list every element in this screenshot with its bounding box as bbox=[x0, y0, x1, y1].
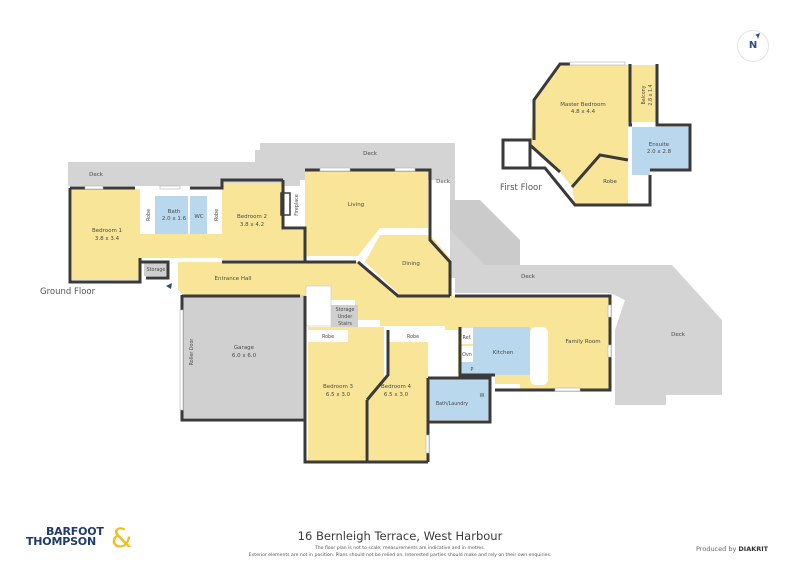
label-balcony: Balcony bbox=[641, 85, 647, 104]
label-robe-2: Robe bbox=[214, 209, 220, 221]
entrance-arrow-icon bbox=[166, 283, 172, 289]
label-roller-door: Roller Door bbox=[189, 339, 195, 366]
label-robe-1: Robe bbox=[146, 209, 152, 221]
label-fireplace: Fireplace bbox=[294, 194, 300, 216]
brand-ampersand: & bbox=[111, 523, 132, 554]
label-bedroom-2: Bedroom 2 bbox=[237, 214, 267, 220]
room-dining bbox=[365, 235, 450, 295]
deck-family bbox=[455, 265, 610, 293]
label-washer: W bbox=[480, 393, 485, 399]
dims-balcony: 2.8 x 1.4 bbox=[648, 84, 654, 105]
room-living bbox=[305, 170, 428, 256]
fireplace bbox=[280, 192, 291, 216]
label-deck-west: Deck bbox=[89, 172, 104, 178]
disclaimer-line-1: The floor plan is not to scale; measurem… bbox=[314, 546, 486, 551]
produced-by-prefix: Produced by bbox=[696, 545, 737, 553]
label-ovn: Ovn bbox=[462, 352, 472, 358]
label-deck-north: Deck bbox=[363, 151, 378, 157]
label-garage: Garage bbox=[234, 345, 255, 351]
room-bedroom-4 bbox=[367, 330, 428, 462]
room-pantry bbox=[461, 362, 481, 374]
label-master-bedroom: Master Bedroom bbox=[560, 102, 605, 108]
compass: N bbox=[737, 30, 769, 62]
label-wc: WC bbox=[194, 214, 203, 220]
room-bedroom-3 bbox=[308, 327, 384, 462]
dims-bedroom-3: 6.5 x 3.0 bbox=[326, 392, 351, 398]
label-family-room: Family Room bbox=[565, 339, 600, 345]
label-pantry: P bbox=[471, 367, 474, 373]
room-ovn bbox=[461, 346, 473, 362]
window-master bbox=[569, 61, 626, 66]
room-robe-4 bbox=[387, 330, 439, 342]
walls-first bbox=[528, 62, 692, 207]
room-robe-2 bbox=[208, 196, 222, 234]
dims-bath: 2.0 x 1.6 bbox=[162, 216, 187, 222]
north-arrow-icon bbox=[755, 33, 760, 39]
label-robe-4: Robe bbox=[407, 334, 419, 340]
label-storage: Storage bbox=[147, 267, 166, 273]
produced-by: Produced by DIAKRIT bbox=[696, 545, 768, 553]
label-bedroom-4: Bedroom 4 bbox=[381, 384, 412, 390]
room-bath bbox=[155, 196, 188, 234]
room-ensuite bbox=[632, 127, 690, 175]
room-garage bbox=[183, 295, 305, 418]
brand-line-1: BARFOOT bbox=[46, 525, 104, 538]
label-robe-3: Robe bbox=[322, 334, 334, 340]
label-ref: Ref. bbox=[463, 335, 472, 341]
disclaimer-line-2: Exterior elements are not in position. P… bbox=[248, 553, 552, 558]
label-storage-under-stairs-2: Under bbox=[338, 314, 353, 320]
first-floor: Master Bedroom 4.8 x 4.4 Balcony 2.8 x 1… bbox=[500, 61, 692, 207]
ground-floor: Deck Deck Deck Deck Deck Bedroom 1 3.8 x… bbox=[40, 143, 722, 464]
brand-line-2: THOMPSON bbox=[26, 535, 96, 548]
label-kitchen: Kitchen bbox=[493, 350, 514, 356]
label-deck-east: Deck bbox=[671, 332, 686, 338]
room-bath-laundry bbox=[428, 378, 490, 420]
compass-label: N bbox=[748, 40, 758, 51]
dims-ensuite: 2.0 x 2.8 bbox=[647, 149, 672, 155]
room-ref bbox=[461, 328, 473, 344]
dims-master-bedroom: 4.8 x 4.4 bbox=[571, 109, 596, 115]
label-bath-laundry: Bath/Laundry bbox=[436, 401, 468, 407]
dims-bedroom-4: 6.5 x 3.0 bbox=[384, 392, 409, 398]
label-ensuite: Ensuite bbox=[649, 142, 670, 148]
dims-bedroom-1: 3.8 x 3.4 bbox=[95, 236, 120, 242]
property-address: 16 Bernleigh Terrace, West Harbour bbox=[297, 529, 503, 543]
dims-bedroom-2: 3.8 x 4.2 bbox=[240, 222, 264, 228]
label-storage-under-stairs-1: Storage bbox=[336, 307, 355, 313]
label-dining: Dining bbox=[402, 261, 420, 267]
kitchen-island bbox=[530, 327, 548, 385]
deck-east bbox=[610, 265, 722, 405]
room-master-bedroom bbox=[530, 65, 630, 187]
label-deck-family: Deck bbox=[521, 274, 536, 280]
windows bbox=[84, 167, 612, 454]
stairs bbox=[305, 285, 332, 327]
label-living: Living bbox=[348, 202, 364, 208]
room-bedroom-1 bbox=[72, 189, 140, 280]
label-deck-small: Deck bbox=[436, 179, 451, 185]
room-family bbox=[550, 296, 610, 390]
label-bath: Bath bbox=[168, 209, 181, 215]
room-kitchen bbox=[473, 327, 530, 375]
stairs-first bbox=[501, 138, 532, 170]
room-balcony bbox=[630, 65, 657, 122]
room-storage bbox=[144, 262, 168, 276]
label-robe-first: Robe bbox=[603, 179, 617, 185]
label-bedroom-1: Bedroom 1 bbox=[92, 228, 122, 234]
label-entrance-hall: Entrance Hall bbox=[215, 276, 252, 282]
label-storage-under-stairs-3: Stairs bbox=[338, 321, 352, 327]
label-first-floor: First Floor bbox=[500, 183, 542, 193]
label-ground-floor: Ground Floor bbox=[40, 287, 96, 297]
produced-by-name: DIAKRIT bbox=[738, 545, 769, 553]
deck-stairs-diagonal bbox=[450, 200, 520, 270]
room-wc bbox=[190, 196, 207, 234]
room-robe-3 bbox=[308, 330, 348, 342]
room-robe-1 bbox=[140, 196, 154, 234]
room-robe bbox=[572, 155, 628, 205]
room-bedroom-2 bbox=[222, 183, 305, 260]
room-storage-under-stairs bbox=[331, 305, 358, 327]
brand-logo: BARFOOT THOMPSON & bbox=[26, 525, 132, 552]
dims-garage: 6.0 x 6.0 bbox=[232, 353, 257, 359]
label-bedroom-3: Bedroom 3 bbox=[323, 384, 354, 390]
room-hall-upper bbox=[140, 234, 222, 258]
